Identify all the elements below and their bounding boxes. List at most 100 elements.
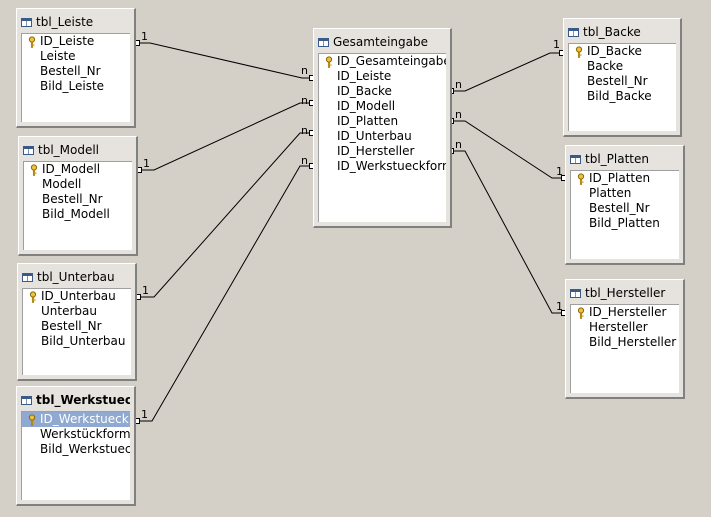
field-list[interactable]: ID_Gesamteingabe ID_Leiste ID_Backe ID_M…	[318, 53, 446, 222]
field-item[interactable]: ID_Leiste	[319, 69, 446, 84]
table-window-tbl-modell[interactable]: tbl_Modell ID_Modell Modell Bestell_Nr B…	[18, 136, 138, 256]
field-name: ID_Leiste	[40, 34, 95, 48]
table-window-tbl-leiste[interactable]: tbl_Leiste ID_Leiste Leiste Bestell_Nr B…	[16, 8, 136, 128]
cardinality-one-werkstueck: 1	[141, 408, 148, 421]
table-title: tbl_Modell	[38, 143, 100, 157]
field-list[interactable]: ID_Unterbau Unterbau Bestell_Nr Bild_Unt…	[22, 288, 131, 375]
field-name: ID_Unterbau	[41, 289, 116, 303]
field-item[interactable]: ID_Unterbau	[319, 129, 446, 144]
field-item[interactable]: ID_Unterbau	[23, 289, 131, 304]
field-item[interactable]: Bild_Modell	[24, 207, 132, 222]
field-name: Werkstückform	[40, 427, 130, 441]
table-header[interactable]: tbl_Werkstuec	[21, 391, 130, 409]
table-title: tbl_Unterbau	[37, 270, 115, 284]
field-item[interactable]: ID_Werkstueckform	[319, 159, 446, 174]
field-item[interactable]: Bild_Unterbau	[23, 334, 131, 349]
field-item[interactable]: ID_Modell	[24, 162, 132, 177]
relation-line-backe[interactable]	[452, 52, 563, 92]
field-name: Bestell_Nr	[40, 64, 101, 78]
field-name: Hersteller	[589, 320, 648, 334]
field-item[interactable]: ID_Hersteller	[571, 305, 679, 320]
table-window-tbl-platten[interactable]: tbl_Platten ID_Platten Platten Bestell_N…	[565, 145, 685, 265]
table-header[interactable]: tbl_Unterbau	[22, 268, 131, 286]
table-icon	[570, 288, 581, 298]
field-item-selected[interactable]: ID_Werkstueck	[22, 412, 130, 427]
field-item[interactable]: Bestell_Nr	[569, 74, 676, 89]
field-item[interactable]: Bestell_Nr	[22, 64, 130, 79]
field-item[interactable]: Bestell_Nr	[571, 201, 679, 216]
table-window-gesamteingabe[interactable]: Gesamteingabe ID_Gesamteingabe ID_Leiste…	[313, 28, 452, 228]
table-header[interactable]: tbl_Leiste	[21, 13, 130, 31]
cardinality-many-hersteller: n	[455, 138, 462, 151]
relation-line-leiste[interactable]	[138, 42, 313, 79]
field-item[interactable]: ID_Platten	[319, 114, 446, 129]
field-name: Leiste	[40, 49, 76, 63]
field-name: Bild_Unterbau	[41, 334, 126, 348]
primary-key-icon	[28, 413, 36, 426]
table-window-tbl-unterbau[interactable]: tbl_Unterbau ID_Unterbau Unterbau Bestel…	[17, 263, 137, 381]
field-name: Unterbau	[41, 304, 97, 318]
field-item[interactable]: Bild_Platten	[571, 216, 679, 231]
field-item[interactable]: ID_Platten	[571, 171, 679, 186]
field-name: Bestell_Nr	[587, 74, 648, 88]
relation-line-modell[interactable]	[140, 102, 313, 171]
table-title: Gesamteingabe	[333, 35, 428, 49]
field-name: Bild_Platten	[589, 216, 660, 230]
field-item[interactable]: Werkstückform	[22, 427, 130, 442]
field-item[interactable]: ID_Leiste	[22, 34, 130, 49]
relation-line-unterbau[interactable]	[139, 132, 313, 298]
field-item[interactable]: Backe	[569, 59, 676, 74]
field-item[interactable]: Bild_Leiste	[22, 79, 130, 94]
field-item[interactable]: Hersteller	[571, 320, 679, 335]
cardinality-one-hersteller: 1	[556, 300, 563, 313]
relation-line-hersteller[interactable]	[452, 150, 565, 314]
field-item[interactable]: Unterbau	[23, 304, 131, 319]
field-item[interactable]: Leiste	[22, 49, 130, 64]
field-name: Bild_Modell	[42, 207, 110, 221]
field-list[interactable]: ID_Werkstueck Werkstückform Bild_Werkstu…	[21, 411, 130, 500]
field-item[interactable]: Bild_Hersteller	[571, 335, 679, 350]
field-item[interactable]: ID_Modell	[319, 99, 446, 114]
field-item[interactable]: ID_Backe	[319, 84, 446, 99]
field-item[interactable]: Bild_Werkstuec	[22, 442, 130, 457]
field-list[interactable]: ID_Hersteller Hersteller Bild_Hersteller	[570, 304, 679, 393]
table-header[interactable]: tbl_Platten	[570, 150, 679, 168]
field-item[interactable]: ID_Backe	[569, 44, 676, 59]
field-list[interactable]: ID_Modell Modell Bestell_Nr Bild_Modell	[23, 161, 132, 250]
relation-line-werkstueck[interactable]	[138, 165, 313, 422]
field-name: ID_Leiste	[337, 69, 392, 83]
field-name: Bestell_Nr	[589, 201, 650, 215]
table-window-tbl-werkstueck[interactable]: tbl_Werkstuec ID_Werkstueck Werkstückfor…	[16, 386, 136, 506]
table-title: tbl_Platten	[585, 152, 649, 166]
field-name: Backe	[587, 59, 624, 73]
cardinality-one-platten: 1	[556, 165, 563, 178]
table-header[interactable]: Gesamteingabe	[318, 33, 446, 51]
field-list[interactable]: ID_Leiste Leiste Bestell_Nr Bild_Leiste	[21, 33, 130, 122]
field-name: Modell	[42, 177, 82, 191]
table-header[interactable]: tbl_Modell	[23, 141, 132, 159]
table-header[interactable]: tbl_Hersteller	[570, 284, 679, 302]
field-item[interactable]: ID_Gesamteingabe	[319, 54, 446, 69]
field-name: ID_Hersteller	[589, 305, 667, 319]
field-item[interactable]: Bild_Backe	[569, 89, 676, 104]
field-item[interactable]: ID_Hersteller	[319, 144, 446, 159]
table-icon	[318, 37, 329, 47]
primary-key-icon	[30, 163, 38, 176]
cardinality-many-platten: n	[455, 108, 462, 121]
field-list[interactable]: ID_Platten Platten Bestell_Nr Bild_Platt…	[570, 170, 679, 259]
field-item[interactable]: Bestell_Nr	[23, 319, 131, 334]
field-list[interactable]: ID_Backe Backe Bestell_Nr Bild_Backe	[568, 43, 676, 131]
field-name: Bild_Backe	[587, 89, 652, 103]
primary-key-icon	[325, 55, 333, 68]
table-header[interactable]: tbl_Backe	[568, 23, 676, 41]
cardinality-many-werkstueck: n	[301, 154, 308, 167]
field-item[interactable]: Modell	[24, 177, 132, 192]
field-name: Bild_Hersteller	[589, 335, 677, 349]
table-window-tbl-backe[interactable]: tbl_Backe ID_Backe Backe Bestell_Nr Bild…	[563, 18, 682, 137]
field-item[interactable]: Platten	[571, 186, 679, 201]
table-icon	[570, 154, 581, 164]
table-window-tbl-hersteller[interactable]: tbl_Hersteller ID_Hersteller Hersteller …	[565, 279, 685, 399]
field-item[interactable]: Bestell_Nr	[24, 192, 132, 207]
relation-line-platten[interactable]	[452, 120, 565, 179]
